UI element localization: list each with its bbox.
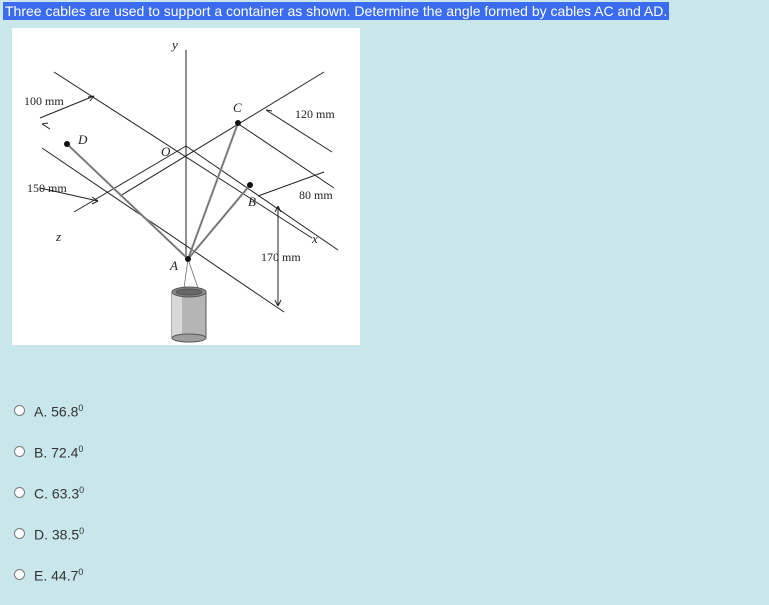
x-axis [185,145,339,251]
figure-panel: y x z O A B C D 100 mm 150 mm 120 mm 80 … [12,28,360,345]
radio-button[interactable] [14,527,25,539]
option-d[interactable]: D. 38.50 [14,523,84,543]
option-label: D. 38.50 [34,526,85,543]
dim-line-150 [39,187,99,202]
z-axis [73,145,187,213]
dim-80: 80 mm [299,188,333,202]
container [171,286,207,343]
dim-150: 150 mm [27,181,67,195]
option-label: B. 72.40 [34,444,84,461]
option-label: E. 44.70 [34,567,84,584]
dim-100: 100 mm [24,94,64,108]
dim-line-100 [39,95,95,119]
point-D [64,141,70,147]
label-z: z [55,229,61,244]
label-B: B [248,194,256,209]
option-b[interactable]: B. 72.40 [14,441,84,461]
label-O: O [161,144,171,159]
frame-line-1 [53,71,313,239]
label-C: C [233,100,242,115]
frame-line-4 [239,124,335,189]
answer-options: A. 56.80 B. 72.40 C. 63.30 D. 38.50 E. 4… [14,400,84,605]
option-label: A. 56.80 [34,403,84,420]
radio-button[interactable] [14,568,25,580]
frame-line-2 [119,71,325,197]
cable-diagram: y x z O A B C D 100 mm 150 mm 120 mm 80 … [24,37,339,343]
dim-170: 170 mm [261,250,301,264]
label-D: D [77,132,88,147]
label-y: y [170,37,178,52]
dim-line-80 [257,171,325,197]
option-label: C. 63.30 [34,485,85,502]
radio-button[interactable] [14,445,25,457]
option-e[interactable]: E. 44.70 [14,564,84,584]
option-a[interactable]: A. 56.80 [14,400,84,420]
point-C [235,120,241,126]
radio-button[interactable] [14,486,25,498]
label-x: x [311,231,318,246]
point-A [185,256,191,262]
radio-button[interactable] [14,404,25,416]
question-text: Three cables are used to support a conta… [3,2,670,20]
dim-line-120 [265,109,333,153]
point-B [247,182,253,188]
label-A: A [169,258,178,273]
dim-120: 120 mm [295,107,335,121]
frame-line-3 [41,147,285,313]
option-c[interactable]: C. 63.30 [14,482,84,502]
